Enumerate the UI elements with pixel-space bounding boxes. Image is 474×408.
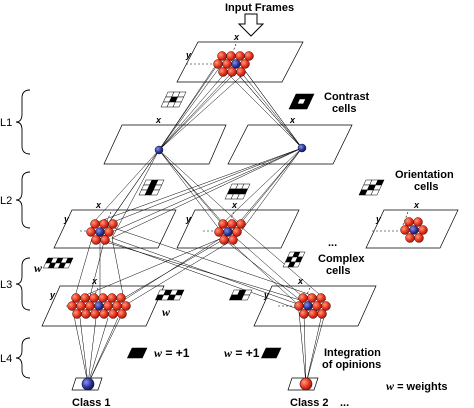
cell-cluster-l3-right — [294, 293, 331, 319]
weights-legend: w = weights — [386, 379, 448, 393]
cell-l1-right — [297, 143, 307, 153]
axis-y-l2-mid: y — [185, 214, 192, 224]
ellipsis-class: ... — [340, 397, 349, 408]
cell-cluster-input — [213, 51, 254, 77]
w-eq-right: w = +1 — [224, 346, 260, 360]
input-arrow — [237, 13, 265, 37]
w-label-l3-mid: w — [162, 305, 171, 319]
axis-x-l2-left: x — [95, 200, 102, 210]
layer-braces — [15, 89, 31, 379]
axis-x-input: x — [233, 32, 240, 42]
integration-label-1: Integration — [324, 347, 381, 359]
axis-x-l2-mid: x — [231, 200, 238, 210]
filter-patterns — [42, 91, 385, 359]
axis-x-l1-right: x — [289, 115, 296, 125]
layer-label-l3: L3 — [0, 279, 12, 291]
axis-x-l2-right: x — [413, 200, 420, 210]
axis-x-l1-left: x — [155, 115, 162, 125]
ellipsis-l2: ... — [328, 237, 337, 249]
class2-label: Class 2 — [290, 397, 329, 408]
contrast-cells-label-1: Contrast — [324, 91, 370, 103]
cell-cluster-l3-left — [67, 293, 131, 319]
layer-label-l1: L1 — [0, 117, 12, 129]
w-label-l3-left: w — [34, 261, 43, 275]
cell-cluster-l2-mid — [214, 219, 246, 245]
integration-label-2: of opinions — [322, 359, 381, 371]
axis-y-l3-right: y — [263, 290, 270, 300]
axis-y-l2-left: y — [63, 214, 70, 224]
axis-y-l2-right: y — [375, 214, 382, 224]
cell-cluster-l2-right — [400, 217, 428, 243]
orientation-cells-label-1: Orientation — [395, 169, 454, 181]
output-node-class1 — [81, 377, 95, 391]
output-node-class2 — [299, 377, 313, 391]
contrast-cells-label-2: cells — [332, 103, 356, 115]
layer-label-l4: L4 — [0, 353, 12, 365]
axis-y-input: y — [185, 50, 192, 60]
axis-x-l3-right: x — [297, 276, 304, 286]
plane-l1-right — [227, 124, 353, 165]
connections — [71, 55, 329, 385]
axis-y-l3-left: y — [49, 290, 56, 300]
orientation-cells-label-2: cells — [414, 181, 438, 193]
complex-cells-label-2: cells — [326, 265, 350, 277]
weights-text: = weights — [394, 381, 448, 393]
weights-var: w — [386, 379, 395, 393]
axis-x-l3-left: x — [91, 276, 98, 286]
layer-label-l2: L2 — [0, 195, 12, 207]
cell-cluster-l2-left — [86, 219, 118, 245]
complex-cells-label-1: Complex — [318, 253, 365, 265]
input-frames-label: Input Frames — [225, 2, 294, 14]
class1-label: Class 1 — [72, 397, 111, 408]
cell-l1-left — [154, 145, 164, 155]
w-eq-left: w = +1 — [154, 346, 190, 360]
